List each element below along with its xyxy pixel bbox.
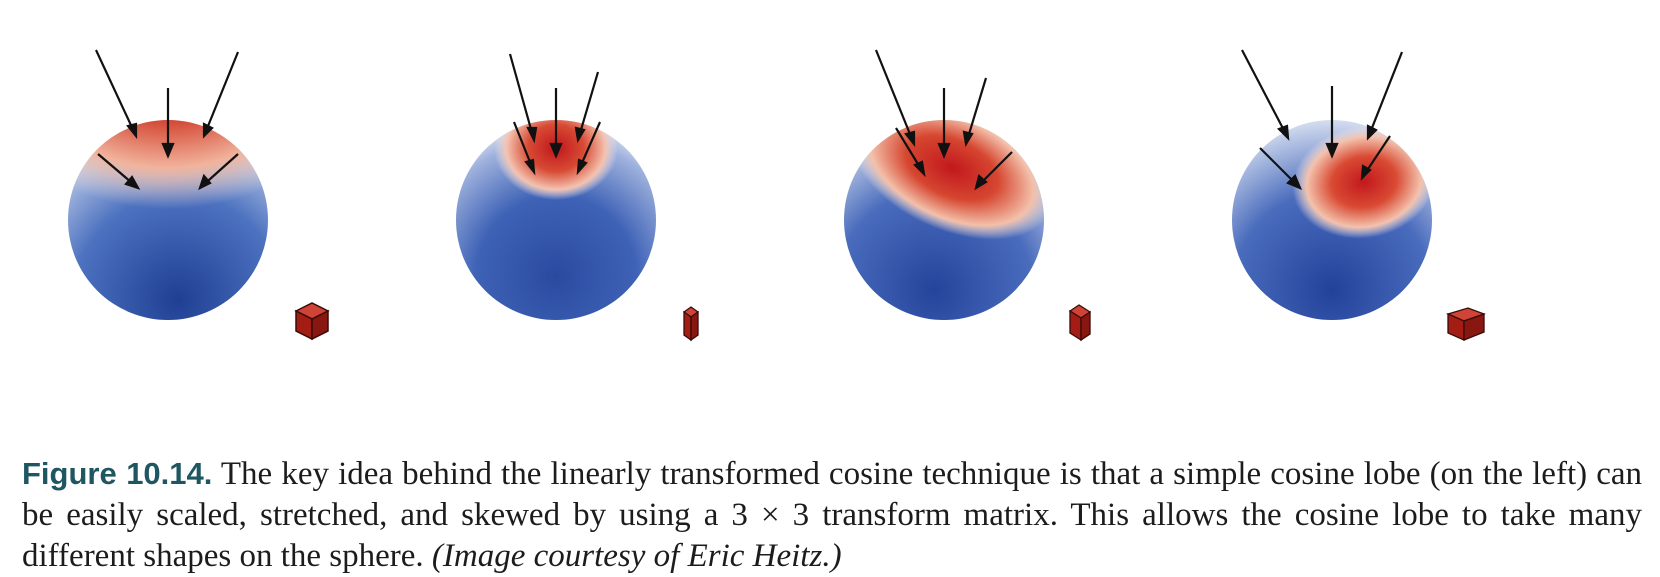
panel-original-cosine-lobe (58, 48, 358, 370)
light-arrows (95, 49, 240, 191)
cube-icon (1446, 307, 1486, 341)
panel-stretched-lobe (834, 48, 1134, 370)
sphere (1232, 120, 1432, 320)
sphere (844, 120, 1044, 320)
caption-text: The key idea behind the linearly transfo… (22, 456, 1643, 574)
panel-skewed-lobe (1222, 48, 1522, 370)
image-credit: (Image courtesy of Eric Heitz.) (431, 538, 842, 574)
figure-label: Figure 10.14. (22, 456, 213, 491)
cube-icon (1068, 304, 1092, 342)
light-arrows (1241, 49, 1404, 191)
figure-caption: Figure 10.14. The key idea behind the li… (22, 453, 1642, 577)
light-arrows (874, 49, 1013, 191)
cube-icon (682, 306, 700, 342)
light-arrows (508, 53, 602, 176)
figure-image-row (58, 48, 1522, 370)
cube-icon (294, 302, 330, 341)
panel-scaled-lobe (446, 48, 746, 370)
sphere (68, 120, 268, 320)
